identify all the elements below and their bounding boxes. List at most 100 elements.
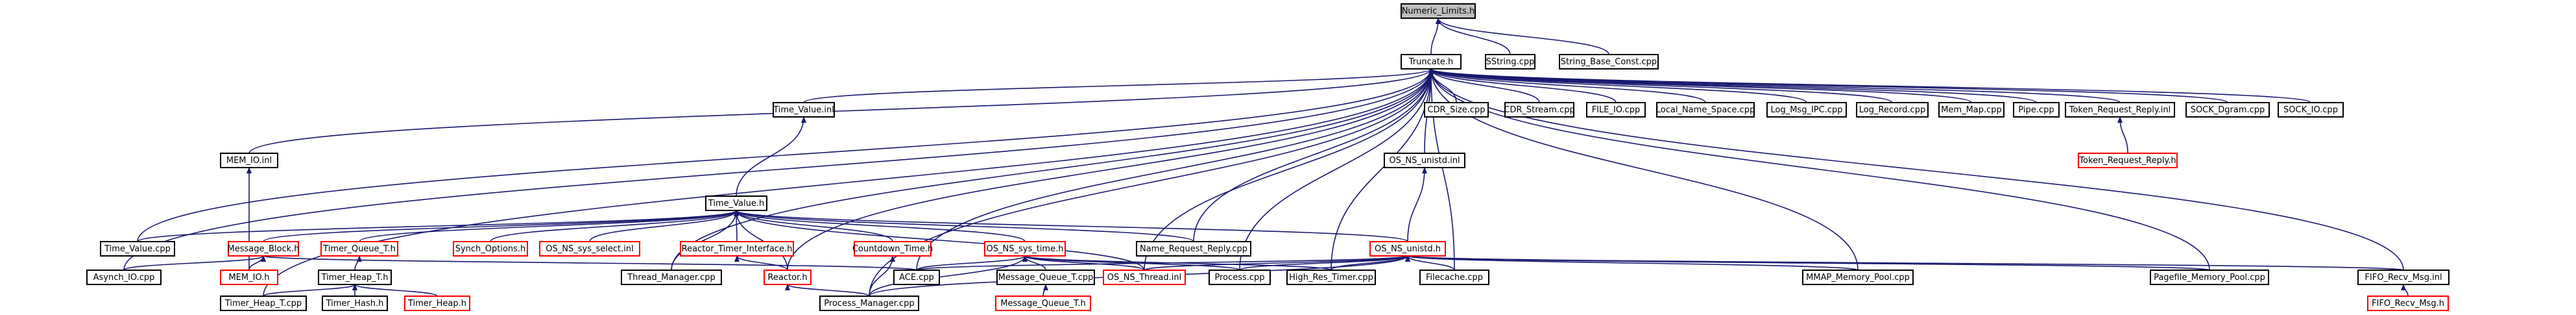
edge-os_ns_thread_inl-to-os_ns_sys_time_h (1022, 255, 1145, 271)
node-label: Synch_Options.h (455, 244, 526, 254)
node-time-value-inl[interactable]: Time_Value.inl (773, 102, 835, 118)
edge-process_manager-to-os_ns_sys_time_h (869, 255, 1028, 297)
node-time-value-cpp[interactable]: Time_Value.cpp (100, 241, 175, 257)
edge-fifo_recv_msg_h-to-fifo_recv_msg_inl (2401, 284, 2409, 297)
node-box (984, 241, 1066, 257)
node-filecache[interactable]: Filecache.cpp (1419, 270, 1489, 285)
node-box (1384, 153, 1465, 168)
node-label: OS_NS_sys_time.h (987, 244, 1064, 254)
node-timer-heap-t-cpp[interactable]: Timer_Heap_T.cpp (220, 296, 307, 311)
node-name-request-reply[interactable]: Name_Request_Reply.cpp (1136, 241, 1251, 257)
node-box (2367, 296, 2449, 311)
node-process-cpp[interactable]: Process.cpp (1209, 270, 1271, 285)
node-os-ns-unistd-inl[interactable]: OS_NS_unistd.inl (1384, 153, 1465, 168)
node-timer-hash-h[interactable]: Timer_Hash.h (322, 296, 388, 311)
node-time-value-h[interactable]: Time_Value.h (705, 195, 767, 211)
node-box (320, 241, 398, 257)
node-label: Numeric_Limits.h (1402, 6, 1475, 16)
node-truncate[interactable]: Truncate.h (1401, 54, 1462, 69)
node-label: High_Res_Timer.cpp (1289, 273, 1373, 283)
node-synch-options-h[interactable]: Synch_Options.h (453, 241, 528, 257)
node-countdown-time-h[interactable]: Countdown_Time.h (852, 241, 933, 257)
node-cdr-size[interactable]: CDR_Size.cpp (1424, 102, 1489, 118)
node-token-request-reply-h[interactable]: Token_Request_Reply.h (2078, 153, 2178, 168)
edge-truncate-to-numeric_limits (1430, 18, 1441, 55)
edge-filecache-to-truncate (1428, 68, 1455, 271)
edge-local_name_space-to-truncate (1428, 68, 1706, 103)
node-label: FIFO_Recv_Msg.h (2372, 299, 2444, 309)
node-label: Process.cpp (1214, 273, 1264, 283)
edge-fifo_recv_msg_inl-to-os_ns_unistd_h (1406, 255, 2404, 271)
node-timer-queue-t-h[interactable]: Timer_Queue_T.h (320, 241, 398, 257)
edge-process_cpp-to-truncate (1239, 68, 1434, 271)
edge-asynch_io-to-truncate (123, 68, 1434, 271)
node-sstring[interactable]: SString.cpp (1485, 54, 1535, 69)
node-os-ns-sys-select-inl[interactable]: OS_NS_sys_select.inl (539, 241, 640, 257)
node-timer-heap-t-h[interactable]: Timer_Heap_T.h (318, 270, 392, 285)
edge-mmap_memory_pool-to-truncate (1428, 68, 1859, 271)
node-message-queue-t-h[interactable]: Message_Queue_T.h (995, 296, 1091, 311)
node-string-base-const[interactable]: String_Base_Const.cpp (1559, 54, 1659, 69)
node-box (1802, 270, 1914, 285)
node-os-ns-thread-inl[interactable]: OS_NS_Thread.inl (1103, 270, 1186, 285)
node-fifo-recv-msg-h[interactable]: FIFO_Recv_Msg.h (2367, 296, 2449, 311)
node-label: FIFO_Recv_Msg.inl (2365, 273, 2442, 283)
node-box (2013, 102, 2060, 118)
node-ace-cpp[interactable]: ACE.cpp (893, 270, 940, 285)
node-box (2278, 102, 2344, 118)
node-mem-io-h[interactable]: MEM_IO.h (220, 270, 278, 285)
node-high-res-timer[interactable]: High_Res_Timer.cpp (1286, 270, 1376, 285)
node-pipe[interactable]: Pipe.cpp (2013, 102, 2060, 118)
node-fifo-recv-msg-inl[interactable]: FIFO_Recv_Msg.inl (2357, 270, 2450, 285)
node-log-msg-ipc[interactable]: Log_Msg_IPC.cpp (1766, 102, 1847, 118)
edge-file_io-to-truncate (1428, 68, 1617, 103)
node-label: Token_Request_Reply.inl (2069, 105, 2171, 115)
node-box (854, 241, 932, 257)
node-pagefile-memory-pool[interactable]: Pagefile_Memory_Pool.cpp (2150, 270, 2269, 285)
node-label: Log_Msg_IPC.cpp (1771, 105, 1843, 115)
node-label: SOCK_IO.cpp (2283, 105, 2338, 115)
node-message-block-h[interactable]: Message_Block.h (227, 241, 300, 257)
node-box (996, 270, 1095, 285)
edge-token_request_reply_inl-to-truncate (1428, 68, 2121, 103)
node-numeric-limits[interactable]: Numeric_Limits.h (1401, 3, 1476, 19)
node-asynch-io[interactable]: Asynch_IO.cpp (86, 270, 162, 285)
node-cdr-stream[interactable]: CDR_Stream.cpp (1504, 102, 1575, 118)
node-file-io[interactable]: FILE_IO.cpp (1586, 102, 1646, 118)
node-box (705, 195, 767, 211)
edge-synch_options_h-to-time_value_h (490, 210, 739, 242)
node-box (2357, 270, 2450, 285)
node-reactor-timer-interface-h[interactable]: Reactor_Timer_Interface.h (680, 241, 794, 257)
node-mem-io-inl[interactable]: MEM_IO.inl (220, 153, 278, 168)
node-os-ns-sys-time-h[interactable]: OS_NS_sys_time.h (984, 241, 1066, 257)
node-sock-dgram[interactable]: SOCK_Dgram.cpp (2185, 102, 2270, 118)
node-label: Reactor.h (767, 273, 807, 283)
node-local-name-space[interactable]: Local_Name_Space.cpp (1656, 102, 1755, 118)
node-box (2065, 102, 2175, 118)
node-box (220, 153, 278, 168)
node-mmap-memory-pool[interactable]: MMAP_Memory_Pool.cpp (1802, 270, 1914, 285)
node-process-manager[interactable]: Process_Manager.cpp (819, 296, 919, 311)
node-box (539, 241, 640, 257)
node-mem-map[interactable]: Mem_Map.cpp (1938, 102, 2004, 118)
node-thread-manager[interactable]: Thread_Manager.cpp (621, 270, 722, 285)
node-label: CDR_Stream.cpp (1504, 105, 1574, 115)
node-message-queue-t-cpp[interactable]: Message_Queue_T.cpp (996, 270, 1095, 285)
node-label: Time_Value.h (708, 199, 764, 208)
node-timer-heap-h[interactable]: Timer_Heap.h (404, 296, 470, 311)
node-label: Token_Request_Reply.h (2078, 156, 2176, 166)
node-log-record[interactable]: Log_Record.cpp (1856, 102, 1929, 118)
node-label: Process_Manager.cpp (824, 299, 914, 309)
node-reactor-h[interactable]: Reactor.h (764, 270, 812, 285)
node-token-request-reply-inl[interactable]: Token_Request_Reply.inl (2065, 102, 2175, 118)
node-box (1419, 270, 1489, 285)
node-label: Countdown_Time.h (852, 244, 933, 254)
node-box (819, 296, 919, 311)
edge-os_ns_unistd_h-to-os_ns_unistd_inl (1407, 167, 1427, 242)
edges-layer (123, 18, 2409, 297)
edge-reactor_h-to-time_value_h (734, 210, 788, 271)
node-os-ns-unistd-h[interactable]: OS_NS_unistd.h (1369, 241, 1446, 257)
node-label: Filecache.cpp (1426, 273, 1483, 283)
node-sock-io[interactable]: SOCK_IO.cpp (2278, 102, 2344, 118)
edge-pagefile_memory_pool-to-truncate (1428, 68, 2210, 271)
